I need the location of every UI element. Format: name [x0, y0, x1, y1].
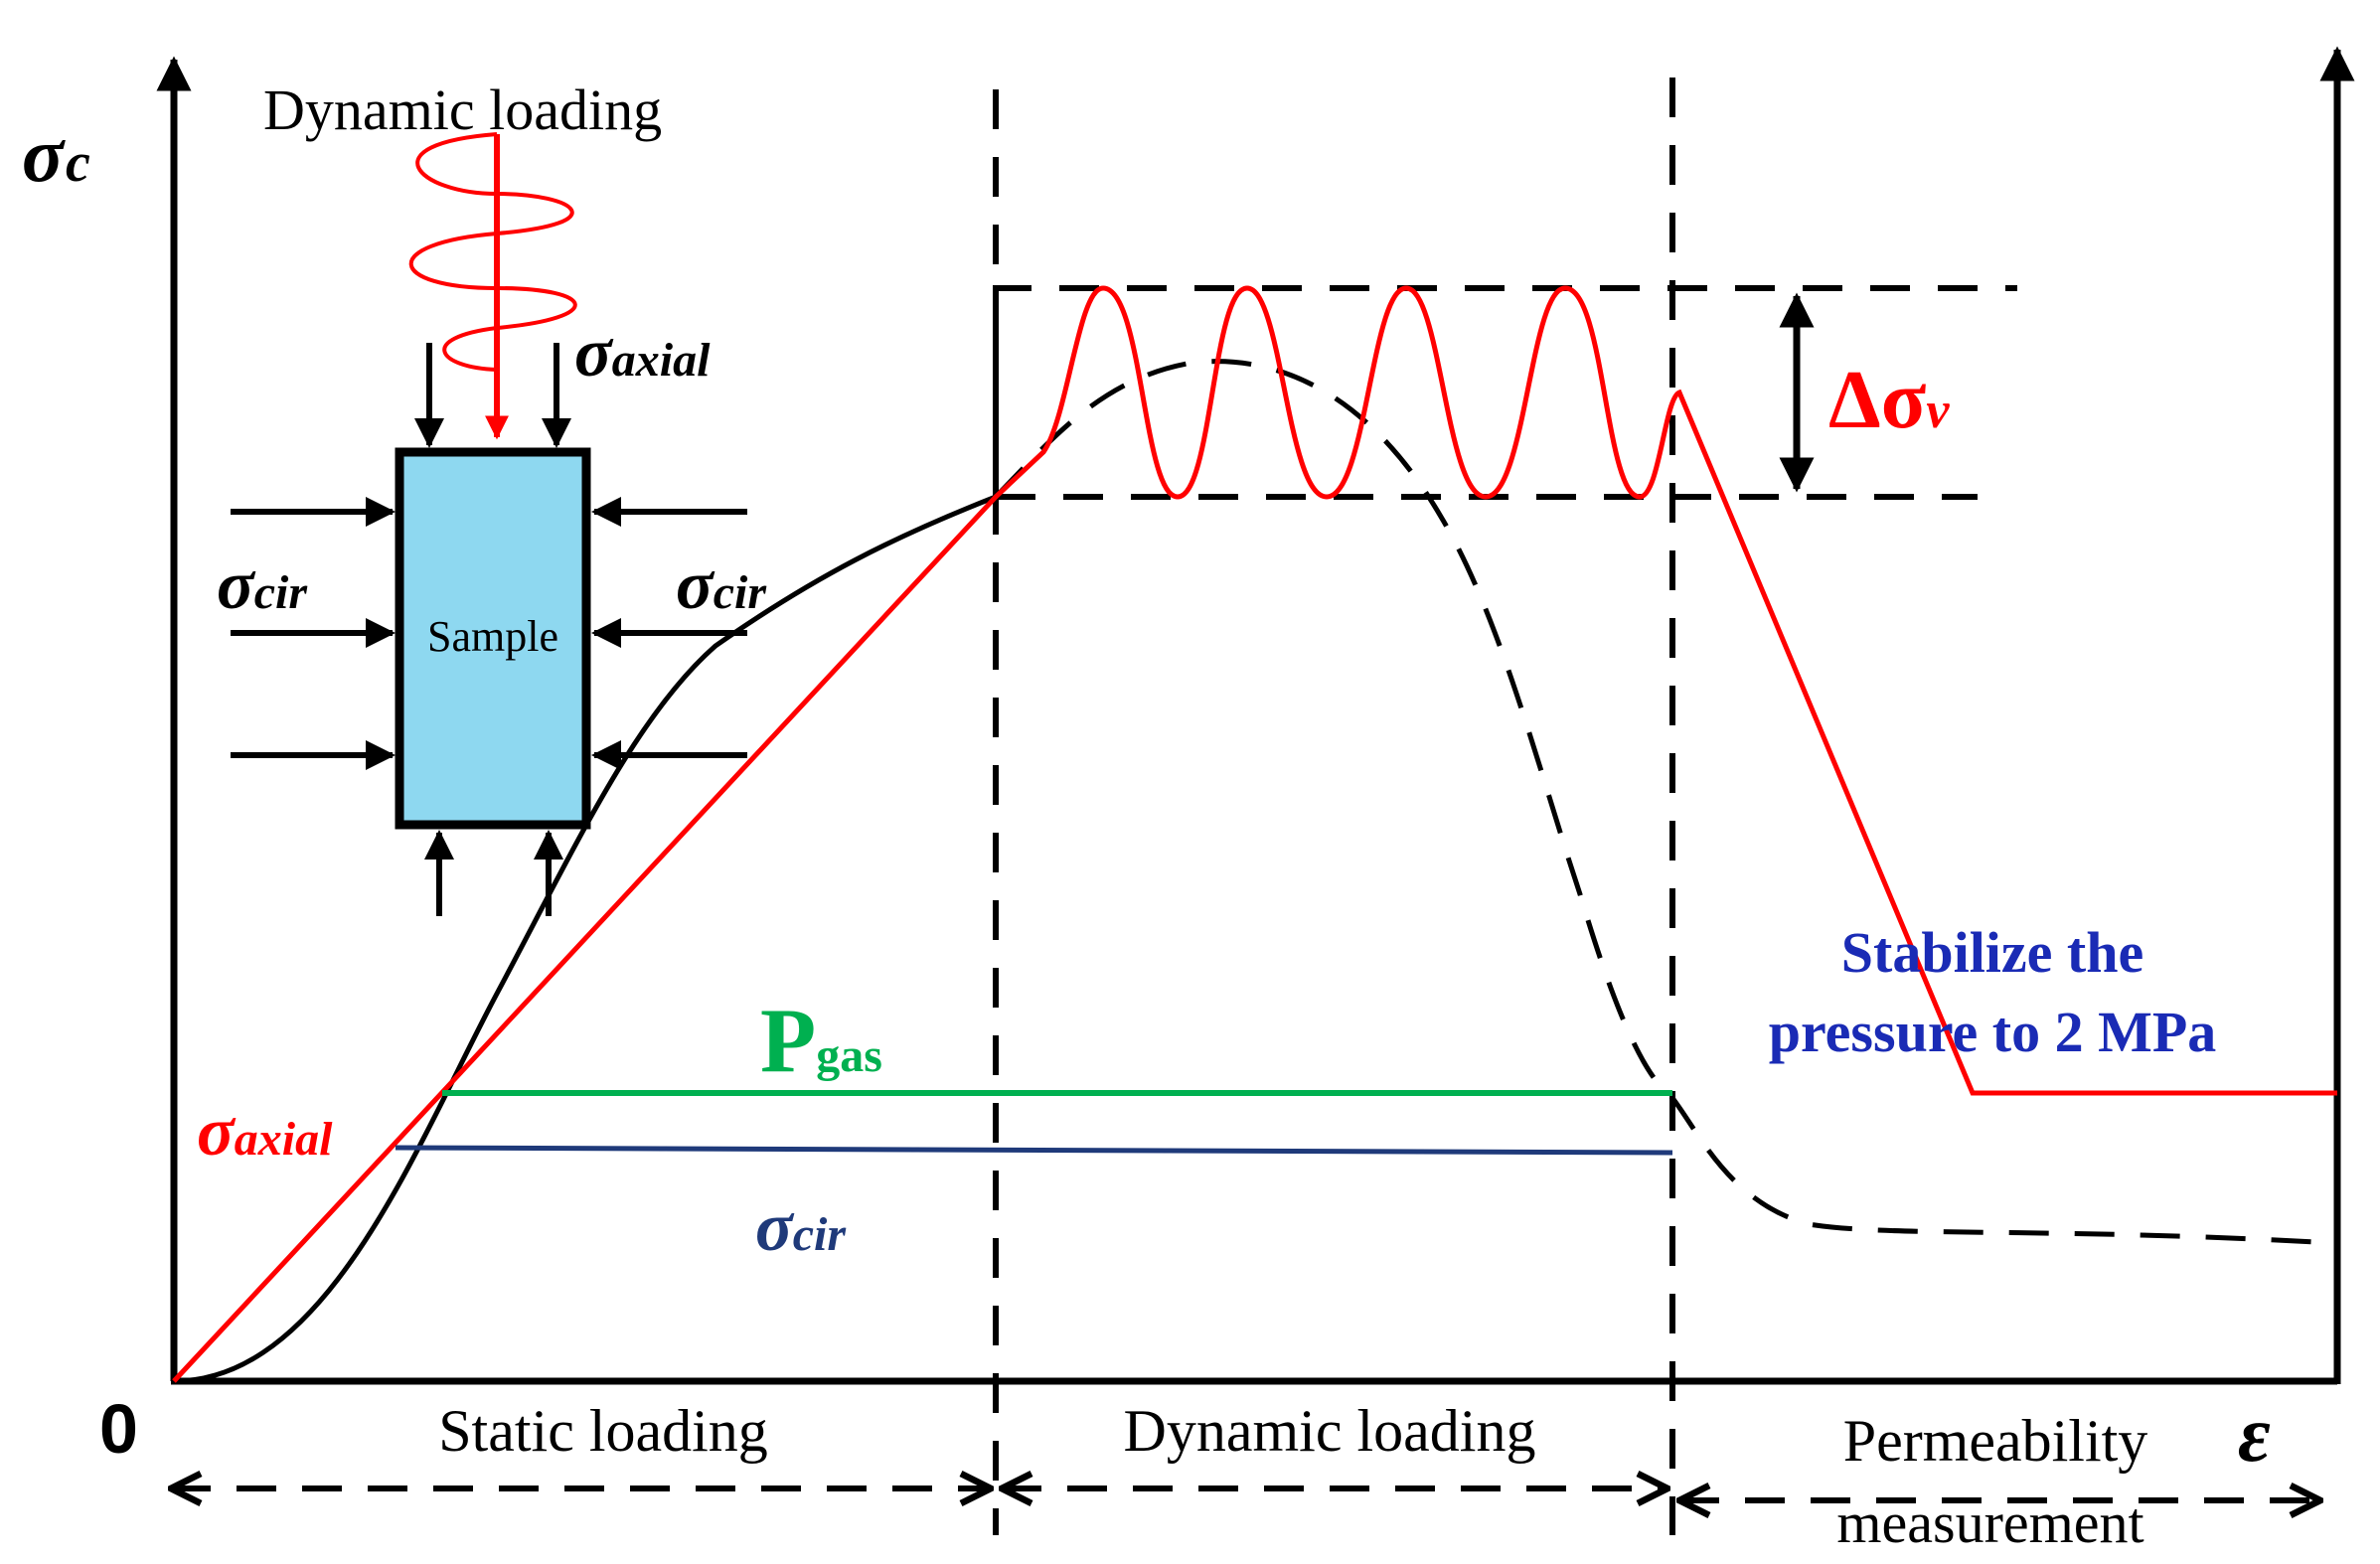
p-gas-label: Pgas [760, 990, 882, 1091]
phase-permeability-label-line2: measurement [1836, 1490, 2143, 1555]
text-labels: σc ε 0 Dynamic loading σaxial σcir σcir … [22, 78, 2271, 1555]
inset-dynamic-loading-label: Dynamic loading [263, 78, 662, 142]
inset-sigma-axial-label: σaxial [574, 315, 711, 391]
inset-sigma-cir-left-label: σcir [217, 547, 308, 624]
stress-curve-static [173, 494, 997, 1384]
sample-label: Sample [427, 612, 558, 661]
inset-sigma-cir-right-label: σcir [676, 547, 767, 624]
delta-sigma-label: Δσv [1828, 354, 1950, 446]
stabilize-label-line2: pressure to 2 MPa [1769, 1000, 2217, 1064]
stress-curve-dynamic-dashed [994, 359, 2316, 1245]
phase-dividers [993, 78, 1675, 1535]
sigma-cir-curve-label: σcir [755, 1189, 847, 1266]
origin-label: 0 [99, 1390, 138, 1468]
axes [156, 46, 2355, 1385]
phase-arrows [171, 1488, 2320, 1500]
sample-inset [231, 132, 747, 916]
y-axis-label: σc [22, 111, 90, 198]
axial-stress-curve [172, 285, 2337, 1383]
phase-dynamic-label: Dynamic loading [1124, 1398, 1536, 1464]
phase-permeability-label-line1: Permeability [1843, 1408, 2148, 1474]
sigma-axial-curve-label: σaxial [197, 1094, 333, 1171]
dynamic-load-coil-icon [408, 132, 577, 372]
band-top-line [993, 285, 2017, 495]
stabilize-label-line1: Stabilize the [1841, 920, 2143, 985]
x-axis-label: ε [2238, 1391, 2271, 1479]
sample-block [395, 447, 591, 830]
phase-static-label: Static loading [438, 1398, 768, 1464]
confining-pressure-line [395, 1145, 1673, 1156]
